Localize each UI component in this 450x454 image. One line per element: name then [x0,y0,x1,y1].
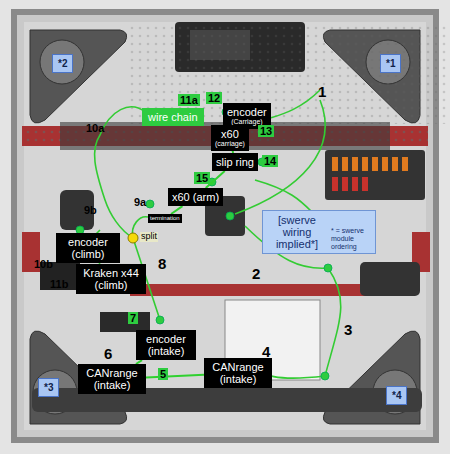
wire-connector [171,206,182,214]
component-box: CANrange (intake) [204,358,272,388]
component-label: (carriage) [215,140,245,148]
module-marker: *3 [38,378,59,397]
callout-number: 10b [34,258,53,270]
component-label: wire chain [148,111,198,123]
component-label: slip ring [216,156,254,168]
component-box: encoder (intake) [136,330,196,360]
component-label: CANrange (intake) [82,367,142,391]
callout-number: 4 [262,344,270,361]
callout-number: 9b [84,204,97,216]
callout-number: 6 [104,346,112,363]
component-label: x60 [215,128,245,140]
component-label: *3 [44,382,53,393]
component-box: encoder (climb) [56,233,120,263]
callout-number: 7 [128,312,138,324]
component-box: x60 (arm) [168,188,223,206]
component-label: *1 [386,58,395,69]
component-box: wire chain [142,108,204,126]
callout-number: 9a [134,196,146,208]
callout-number: 3 [344,322,352,339]
callout-number: 1 [318,84,326,101]
callout-number: 10a [86,122,104,134]
callout-number: 14 [262,155,278,167]
callout-number: 11a [178,94,200,106]
split-dot [128,233,138,243]
callout-number: 15 [194,172,210,184]
component-box: termination [148,214,182,223]
module-marker: *1 [380,54,401,73]
component-label: CANrange (intake) [208,361,268,385]
component-label: encoder [227,106,267,118]
component-label: *4 [392,390,401,401]
callout-number: 5 [158,368,168,380]
component-label: Kraken x44 (climb) [80,267,142,291]
component-label: encoder (climb) [60,236,116,260]
callout-number: 13 [258,125,274,137]
note-box: [swerve wiring implied*]* = swerve modul… [262,210,376,254]
split-label: split [140,232,158,242]
component-label: *2 [58,58,67,69]
callout-number: 2 [252,266,260,283]
callout-number: 11b [50,278,68,290]
component-label: termination [150,215,180,222]
component-box: CANrange (intake) [78,364,146,394]
callout-number: 12 [206,92,222,104]
callout-number: 8 [158,256,166,273]
component-label: x60 (arm) [172,191,219,203]
module-marker: *4 [386,386,407,405]
wire-connector [146,375,204,378]
module-marker: *2 [52,54,73,73]
component-label: [swerve wiring implied*] [267,214,327,250]
component-label: * = swerve module ordering [331,227,371,250]
component-box: slip ring [212,153,258,171]
component-box: Kraken x44 (climb) [76,264,146,294]
component-label: encoder (intake) [140,333,192,357]
component-box: x60(carriage) [211,125,249,151]
